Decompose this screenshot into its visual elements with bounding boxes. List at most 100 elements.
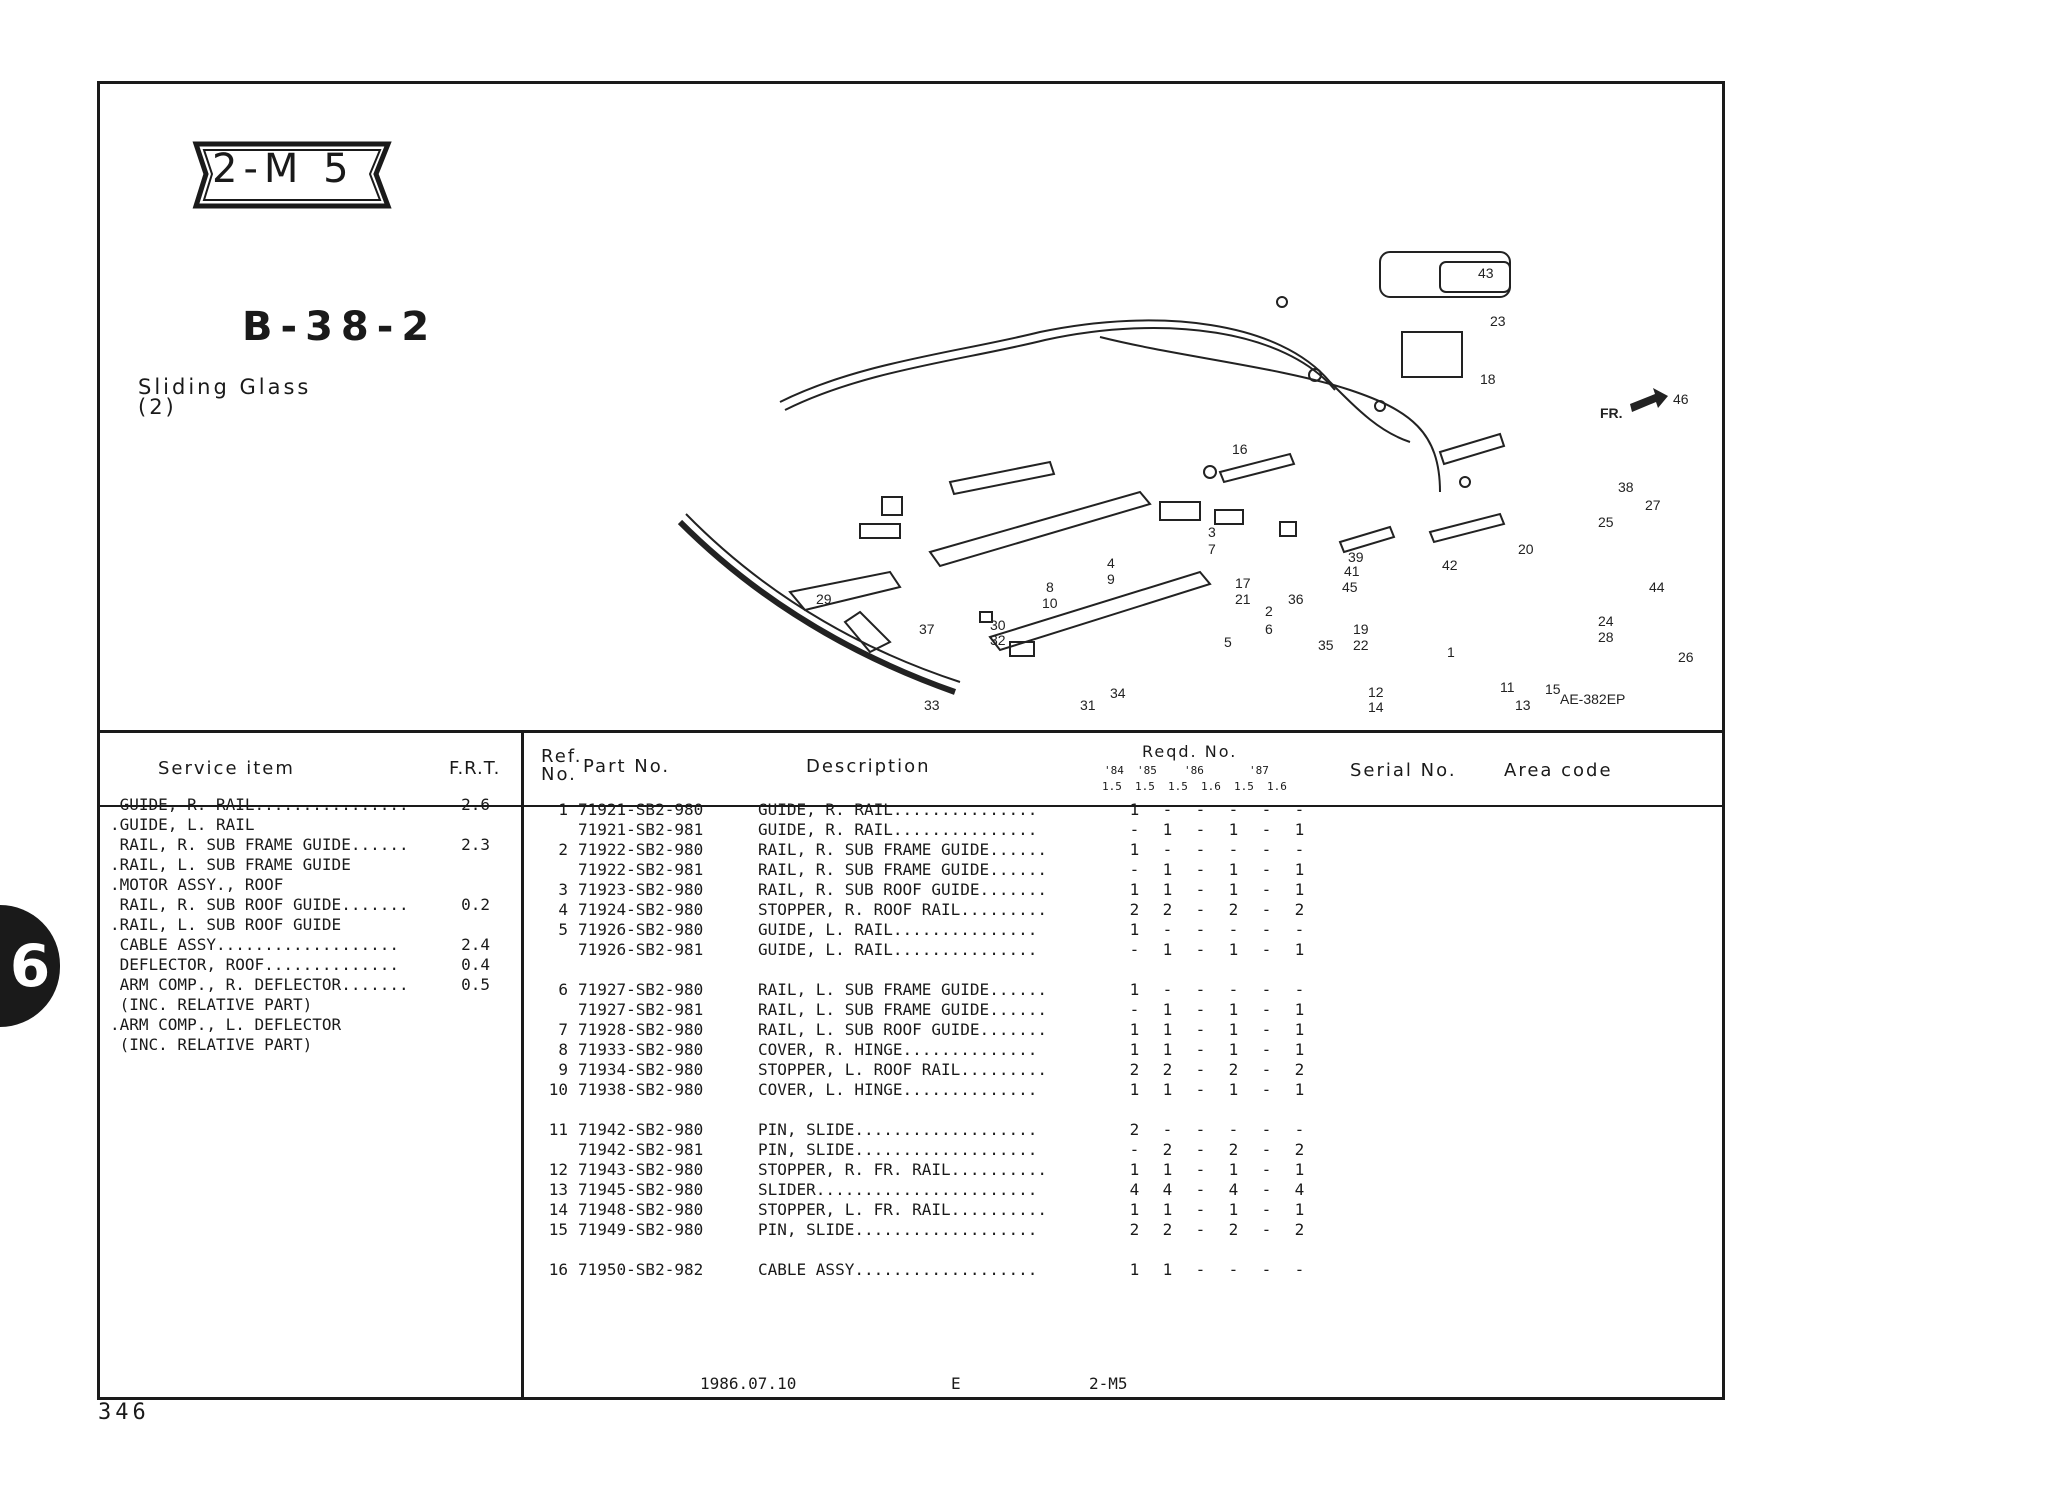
- part-qty: 1: [1162, 1260, 1173, 1279]
- footer-code: 2-M5: [1089, 1374, 1128, 1393]
- part-qty: -: [1195, 980, 1206, 999]
- part-qty: 2: [1294, 1220, 1305, 1239]
- part-number: 71949-SB2-980: [578, 1220, 704, 1239]
- section-badge: 2-M 5: [212, 146, 355, 192]
- part-qty: -: [1195, 1060, 1206, 1079]
- part-row: 71926-SB2-981 GUIDE, L. RAIL.............…: [530, 940, 1316, 960]
- part-qty: 1: [1294, 1020, 1305, 1039]
- callout-45: 45: [1342, 579, 1358, 595]
- part-qty: -: [1195, 880, 1206, 899]
- part-qty: -: [1195, 1160, 1206, 1179]
- part-number: 71933-SB2-980: [578, 1040, 704, 1059]
- part-qty: 1: [1129, 1160, 1140, 1179]
- part-description: GUIDE, L. RAIL...............: [758, 940, 1038, 959]
- part-ref: 16: [548, 1260, 568, 1279]
- service-item-frt: [450, 855, 490, 875]
- callout-37: 37: [919, 621, 935, 637]
- part-number: 71926-SB2-981: [578, 940, 704, 959]
- part-qty: 2: [1294, 1140, 1305, 1159]
- part-number: 71926-SB2-980: [578, 920, 704, 939]
- part-qty: -: [1195, 940, 1206, 959]
- callout-14: 14: [1368, 699, 1384, 715]
- part-qty: 2: [1228, 1220, 1239, 1239]
- part-qty: 1: [1129, 880, 1140, 899]
- part-ref: 9: [558, 1060, 568, 1079]
- part-qty: 1: [1294, 1200, 1305, 1219]
- service-item-row: RAIL, R. SUB FRAME GUIDE......2.3: [110, 835, 502, 855]
- part-qty: 1: [1228, 880, 1239, 899]
- callout-25: 25: [1598, 514, 1614, 530]
- part-qty: -: [1294, 1260, 1305, 1279]
- callout-42: 42: [1442, 557, 1458, 573]
- part-qty: -: [1195, 1260, 1206, 1279]
- part-qty: 1: [1294, 1040, 1305, 1059]
- frt-header: F.R.T.: [449, 758, 501, 779]
- part-qty: -: [1261, 1040, 1272, 1059]
- page-frame: 2-M 5 B-38-2 Sliding Glass (2): [97, 81, 1725, 1400]
- part-qty: -: [1129, 820, 1140, 839]
- part-qty: 2: [1162, 1220, 1173, 1239]
- part-ref: [530, 820, 578, 840]
- part-no-header: Part No.: [583, 756, 671, 777]
- part-description: GUIDE, R. RAIL...............: [758, 800, 1038, 819]
- part-qty: 2: [1162, 1060, 1173, 1079]
- part-qty: -: [1228, 840, 1239, 859]
- part-qty: -: [1261, 920, 1272, 939]
- part-number: 71945-SB2-980: [578, 1180, 704, 1199]
- part-qty: -: [1129, 1000, 1140, 1019]
- part-qty: -: [1195, 860, 1206, 879]
- part-qty: 1: [1129, 1020, 1140, 1039]
- part-qty: -: [1195, 920, 1206, 939]
- callout-18: 18: [1480, 371, 1496, 387]
- exploded-diagram: FR. AE-382EP 1 5 2 6 3 7 4 9 8 10 11 12 …: [677, 251, 1694, 715]
- callout-10: 10: [1042, 595, 1058, 611]
- part-number: 71938-SB2-980: [578, 1080, 704, 1099]
- part-qty: 1: [1228, 820, 1239, 839]
- part-qty: 1: [1294, 940, 1305, 959]
- ref-header: Ref.: [541, 746, 583, 767]
- section-title: Sliding Glass (2): [138, 377, 311, 419]
- description-header: Description: [806, 756, 931, 777]
- service-item-header: Service item: [158, 758, 295, 779]
- part-qty: 2: [1228, 1140, 1239, 1159]
- part-number: 71948-SB2-980: [578, 1200, 704, 1219]
- part-qty: -: [1261, 840, 1272, 859]
- part-qty: 1: [1162, 940, 1173, 959]
- section-badge-shape: [192, 141, 392, 209]
- part-qty: -: [1195, 1040, 1206, 1059]
- part-qty: 1: [1162, 1020, 1173, 1039]
- service-item-row: .RAIL, L. SUB ROOF GUIDE: [110, 915, 502, 935]
- reqd-header: Reqd. No.: [1142, 742, 1238, 761]
- part-ref: 11: [548, 1120, 568, 1139]
- callout-16: 16: [1232, 441, 1248, 457]
- part-qty: 1: [1228, 1000, 1239, 1019]
- year-86: '86: [1184, 764, 1204, 777]
- part-qty: 2: [1294, 1060, 1305, 1079]
- part-qty: -: [1162, 840, 1173, 859]
- callout-7: 7: [1208, 541, 1216, 557]
- service-item-frt: 2.3: [461, 835, 490, 854]
- part-ref: [530, 1140, 578, 1160]
- title-line-2: (2): [138, 395, 177, 419]
- part-qty: -: [1261, 860, 1272, 879]
- part-number: 71942-SB2-980: [578, 1120, 704, 1139]
- part-qty: -: [1228, 920, 1239, 939]
- part-qty: -: [1294, 1120, 1305, 1139]
- page-number: 346: [98, 1400, 150, 1425]
- callout-19: 19: [1353, 621, 1369, 637]
- part-number: 71922-SB2-981: [578, 860, 704, 879]
- part-qty: -: [1261, 900, 1272, 919]
- callout-2: 2: [1265, 603, 1273, 619]
- part-ref: 1: [558, 800, 568, 819]
- service-item-name: .RAIL, L. SUB FRAME GUIDE: [110, 855, 351, 874]
- part-qty: -: [1261, 1160, 1272, 1179]
